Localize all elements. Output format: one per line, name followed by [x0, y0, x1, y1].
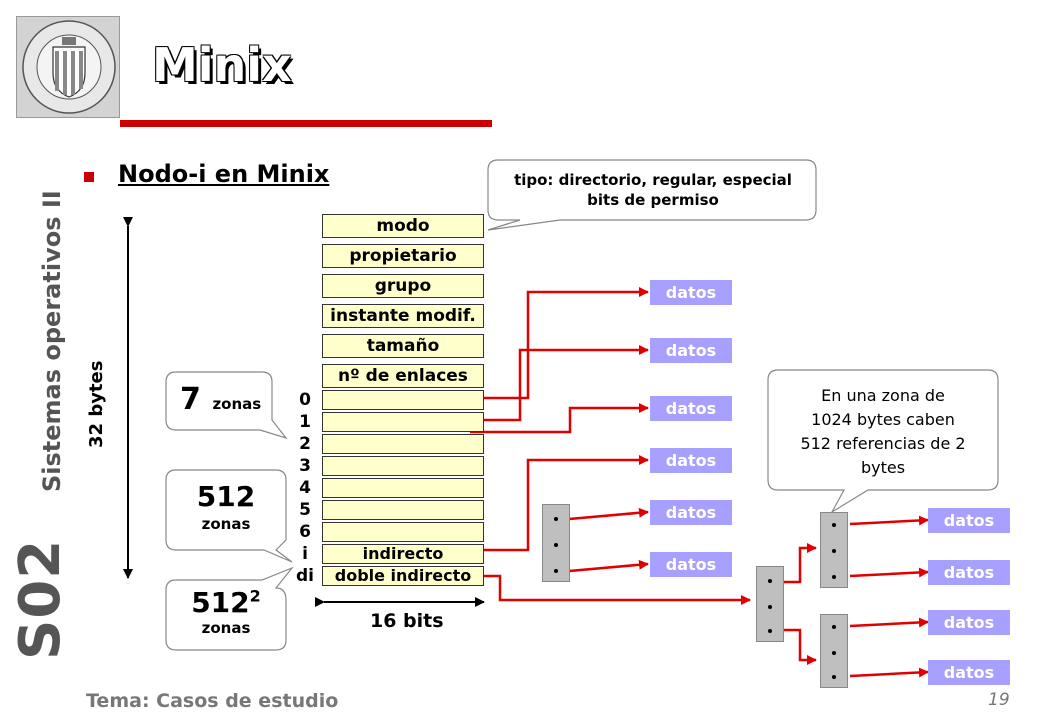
zona7-unit: zonas [212, 395, 262, 413]
data-block: datos [650, 552, 732, 577]
info-line-4: bytes [860, 458, 906, 477]
indirect-block [542, 504, 570, 582]
info-line-1: En una zona de [821, 386, 945, 405]
page-number: 19 [988, 690, 1010, 710]
data-block: datos [650, 396, 732, 421]
indirect-block-pointer-a [557, 507, 649, 522]
zone-slot-indirect: indirecto [322, 544, 484, 564]
ellipsis-icon [554, 517, 558, 573]
zona512-callout-shape [165, 469, 293, 563]
ellipsis-icon [768, 579, 772, 633]
university-seal-icon [22, 20, 116, 114]
info-callout-shape [767, 369, 999, 514]
zone-index-4: 4 [299, 478, 311, 498]
zone-slot-3 [322, 456, 484, 476]
info-line-2: 1024 bytes caben [811, 410, 955, 429]
data-block: datos [650, 448, 732, 473]
second-level-block-a [820, 512, 848, 588]
zone-index-i: i [302, 544, 308, 564]
second-level-block-b [820, 614, 848, 688]
double-block-pointer-a [784, 543, 817, 584]
data-block: datos [650, 500, 732, 525]
zona7-number: 7 [180, 382, 201, 417]
zone-slot-double-indirect: doble indirecto [322, 566, 484, 586]
double-indirect-pointer [470, 574, 751, 605]
tipo-callout-line1: tipo: directorio, regular, especial [514, 171, 792, 189]
slide-title: Minix [152, 38, 292, 92]
zone1-pointer [470, 345, 649, 422]
field-grupo: grupo [322, 274, 484, 298]
data-block: datos [928, 508, 1010, 533]
tipo-callout-line2: bits de permiso [587, 191, 719, 209]
zona512-number: 512 [196, 480, 256, 513]
indirect-pointer [470, 455, 649, 552]
zona7-callout-shape [165, 371, 288, 440]
data-block: datos [650, 338, 732, 363]
zone-slot-6 [322, 522, 484, 542]
bullet-icon [84, 172, 94, 182]
data-block: datos [928, 610, 1010, 635]
l2-pointer-a [849, 515, 929, 526]
field-propietario: propietario [322, 244, 484, 268]
data-block: datos [650, 280, 732, 305]
course-name: Sistemas operativos II [38, 190, 66, 492]
zona512sq-base: 512 [191, 586, 250, 619]
field-modo: modo [322, 214, 484, 238]
tipo-callout-shape [487, 159, 817, 231]
double-block-pointer-b [784, 628, 817, 665]
zone-index-di: di [296, 566, 314, 586]
zona512-unit: zonas [201, 515, 251, 533]
zona512sq-callout-shape [165, 566, 294, 651]
info-callout: En una zona de 1024 bytes caben 512 refe… [768, 384, 998, 480]
zona512-callout: 512 zonas [166, 480, 286, 533]
zone2-pointer [470, 403, 649, 434]
slide-subtitle: Nodo-i en Minix [118, 160, 330, 188]
zone-slot-4 [322, 478, 484, 498]
zone-slot-0 [322, 390, 484, 410]
size-label: 32 bytes [86, 360, 107, 448]
info-line-3: 512 referencias de 2 [800, 434, 966, 453]
zona7-callout: 7 zonas [180, 382, 261, 417]
footer-topic: Tema: Casos de estudio [86, 690, 339, 712]
header-divider [120, 120, 492, 127]
data-block: datos [928, 560, 1010, 585]
zone-slot-1 [322, 412, 484, 432]
zona512sq-number: 5122 [166, 586, 286, 619]
zone-index-6: 6 [299, 522, 311, 542]
data-block: datos [928, 660, 1010, 685]
zone-slot-5 [322, 500, 484, 520]
zone-index-2: 2 [299, 434, 311, 454]
course-code: S02 [8, 538, 73, 660]
zone-index-1: 1 [299, 412, 311, 432]
tipo-callout: tipo: directorio, regular, especial bits… [490, 170, 816, 210]
zona512sq-callout: 5122 zonas [166, 586, 286, 637]
zone-slot-2 [322, 434, 484, 454]
l2-pointer-c [849, 617, 929, 628]
zone-index-0: 0 [299, 390, 311, 410]
zona512sq-exponent: 2 [249, 586, 261, 606]
field-instante-modif: instante modif. [322, 304, 484, 328]
l2-pointer-d [849, 667, 929, 678]
field-tamano: tamaño [322, 334, 484, 358]
double-indirect-block [756, 566, 784, 642]
indirect-block-pointer-b [557, 559, 649, 574]
field-enlaces: nº de enlaces [322, 364, 484, 388]
width-label: 16 bits [370, 610, 444, 632]
ellipsis-icon [832, 625, 836, 679]
university-logo [16, 16, 120, 118]
zone0-pointer [470, 287, 649, 400]
zone-index-5: 5 [299, 500, 311, 520]
zona512sq-unit: zonas [201, 619, 251, 637]
zone-index-3: 3 [299, 456, 311, 476]
ellipsis-icon [832, 523, 836, 579]
l2-pointer-b [849, 567, 929, 578]
